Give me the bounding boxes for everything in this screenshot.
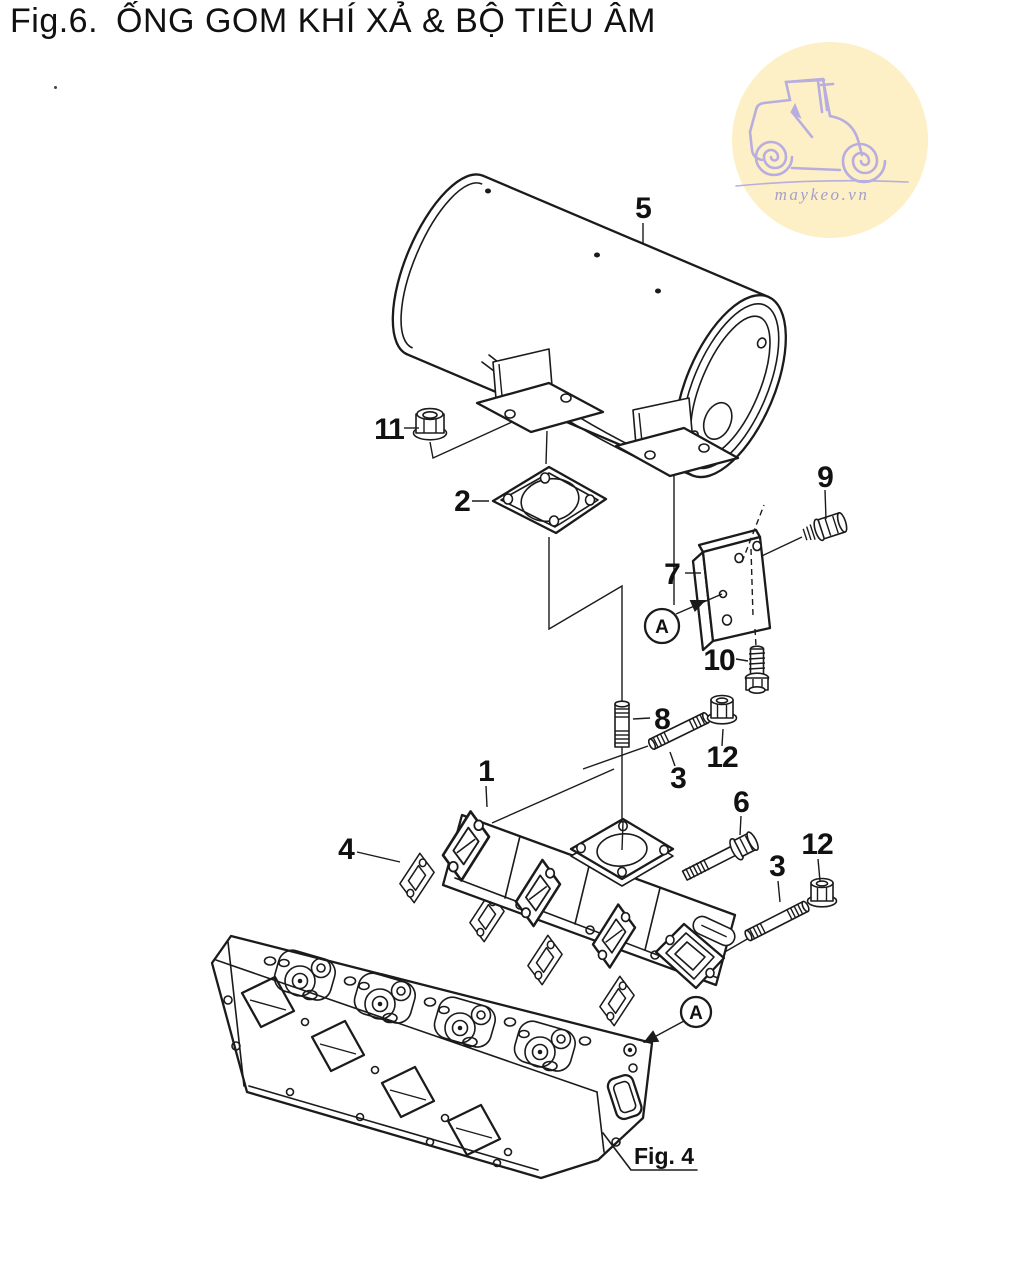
callout-11: 11 bbox=[374, 413, 404, 446]
muffler-gasket-2 bbox=[491, 465, 608, 535]
callout-2: 2 bbox=[454, 485, 470, 518]
callout-12-right: 12 bbox=[801, 828, 833, 861]
callouts: 5 11 2 9 7 10 8 12 3 1 6 3 12 4 bbox=[338, 192, 834, 903]
support-bracket bbox=[691, 504, 772, 652]
figure-title: ỐNG GOM KHÍ XẢ & BỘ TIÊU ÂM bbox=[116, 2, 656, 40]
cylinder-head bbox=[210, 934, 654, 1180]
view-marker-lower: A bbox=[643, 995, 713, 1043]
manifold-inlet-flange bbox=[569, 817, 675, 887]
bracket-bolt-upper bbox=[802, 512, 848, 542]
exhaust-manifold bbox=[441, 810, 737, 990]
bracket-bolt-lower bbox=[744, 645, 770, 694]
callout-3-right: 3 bbox=[769, 850, 785, 883]
callout-10: 10 bbox=[703, 644, 735, 677]
view-marker-upper: A bbox=[643, 593, 723, 645]
view-label-lower: A bbox=[689, 1003, 703, 1024]
watermark-text: maykeo.vn bbox=[775, 185, 870, 204]
view-label-upper: A bbox=[655, 617, 669, 638]
figure-reference-label: Fig. 4 bbox=[634, 1143, 694, 1169]
callout-1: 1 bbox=[478, 755, 494, 788]
intake-ports bbox=[240, 975, 502, 1157]
muffler-bracket-rear bbox=[614, 397, 740, 478]
callout-4: 4 bbox=[338, 833, 355, 866]
flange-bolt-6 bbox=[681, 831, 759, 881]
callout-3-left: 3 bbox=[670, 762, 686, 795]
callout-8: 8 bbox=[654, 703, 670, 736]
callout-12-left: 12 bbox=[706, 741, 738, 774]
stud-3-left bbox=[647, 711, 711, 751]
page-title: Fig.6. ỐNG GOM KHÍ XẢ & BỘ TIÊU ÂM bbox=[10, 2, 656, 41]
callout-6: 6 bbox=[733, 786, 749, 819]
stray-dot bbox=[54, 86, 57, 89]
figure-number: Fig.6. bbox=[10, 2, 99, 40]
stud-3-right bbox=[744, 900, 810, 942]
figure-reference: Fig. 4 bbox=[602, 1132, 698, 1171]
muffler bbox=[391, 173, 787, 479]
callout-9: 9 bbox=[817, 461, 833, 494]
tractor-logo-icon bbox=[735, 77, 909, 187]
manifold-end-flange bbox=[654, 922, 726, 990]
watermark: maykeo.vn bbox=[732, 42, 928, 238]
stud-8 bbox=[614, 700, 630, 748]
flange-nut-12-right bbox=[806, 877, 838, 908]
flange-nut-12-left bbox=[706, 694, 738, 725]
watermark-circle bbox=[732, 42, 928, 238]
callout-7: 7 bbox=[664, 558, 680, 591]
muffler-bracket-front bbox=[475, 348, 605, 434]
callout-5: 5 bbox=[635, 192, 651, 225]
flange-nut-11 bbox=[412, 407, 448, 441]
